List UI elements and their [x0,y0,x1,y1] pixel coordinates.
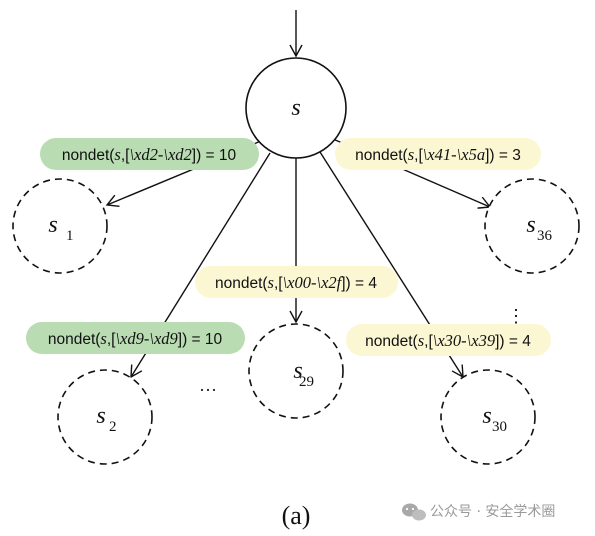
edge-label-to-s2: nondet(s,[\xd9-\xd9]) = 10 [26,322,245,354]
svg-text:nondet(s,[\x30-\x39]) = 4: nondet(s,[\x30-\x39]) = 4 [365,331,531,350]
node-s29: s 29 [248,323,344,419]
watermark: 公众号 · 安全学术圈 [402,503,555,521]
svg-text:nondet(s,[\xd9-\xd9]) = 10: nondet(s,[\xd9-\xd9]) = 10 [48,329,223,348]
edge-label-to-s30-var: s [418,331,424,350]
edge-label-to-s1-mid: ,[ [121,147,130,164]
node-s1-subscript: 1 [66,228,74,244]
edge-label-to-s30: nondet(s,[\x30-\x39]) = 4 [346,324,551,356]
edge-label-to-s30-range: \x30-\x39 [433,331,495,350]
watermark-text: 公众号 · 安全学术圈 [430,503,555,520]
edge-label-to-s36-range: \x41-\x5a [423,145,485,164]
edge-label-to-s1-pre: nondet( [62,147,115,164]
root-node-label: s [291,95,300,121]
edge-label-to-s36-mid: ,[ [414,147,423,164]
node-s2: s 2 [57,369,153,465]
svg-text:nondet(s,[\x00-\x2f]) = 4: nondet(s,[\x00-\x2f]) = 4 [215,273,377,292]
node-s30: s 30 [440,369,536,465]
node-s29-subscript: 29 [299,374,314,390]
horizontal-ellipsis: ··· [199,380,217,400]
edge-label-to-s2-var: s [100,329,106,348]
node-s36: s 36 [484,178,580,274]
node-s30-base: s [482,403,491,429]
edge-label-to-s2-pre: nondet( [48,331,101,348]
edge-label-to-s36-var: s [408,145,414,164]
node-s36-subscript: 36 [537,228,553,244]
edge-label-to-s29: nondet(s,[\x00-\x2f]) = 4 [195,266,398,298]
node-s29-base: s [293,358,302,384]
figure-caption: (a) [282,501,311,530]
svg-text:nondet(s,[\xd2-\xd2]) = 10: nondet(s,[\xd2-\xd2]) = 10 [62,145,237,164]
node-s2-base: s [96,403,105,429]
node-s30-subscript: 30 [492,419,507,435]
svg-text:nondet(s,[\x41-\x5a]) = 3: nondet(s,[\x41-\x5a]) = 3 [355,145,521,164]
edge-label-to-s29-mid: ,[ [274,275,283,292]
edge-label-to-s2-mid: ,[ [107,331,116,348]
edge-label-to-s1-range: \xd2-\xd2 [129,145,191,164]
edge-label-to-s1: nondet(s,[\xd2-\xd2]) = 10 [40,138,259,170]
edge-label-to-s1-post: ]) = 10 [192,147,237,164]
edge-label-to-s29-post: ]) = 4 [341,275,377,292]
edge-label-to-s1-var: s [114,145,120,164]
edge-label-to-s36: nondet(s,[\x41-\x5a]) = 3 [335,138,541,170]
wechat-logo-icon [402,503,426,521]
edge-label-to-s29-var: s [268,273,274,292]
node-s1-base: s [48,212,57,238]
edge-label-to-s36-pre: nondet( [355,147,408,164]
vertical-ellipsis: ⋮ [507,306,525,326]
node-s1: s 1 [12,178,108,274]
edge-label-to-s2-post: ]) = 10 [178,331,223,348]
node-s36-base: s [526,212,535,238]
edge-label-to-s2-range: \xd9-\xd9 [115,329,177,348]
edge-label-to-s30-post: ]) = 4 [495,333,531,350]
edge-label-to-s30-pre: nondet( [365,333,418,350]
edge-label-to-s30-mid: ,[ [424,333,433,350]
root-node: s [245,57,347,159]
edge-label-to-s36-post: ]) = 3 [485,147,521,164]
edge-label-to-s29-pre: nondet( [215,275,268,292]
node-s2-subscript: 2 [109,419,117,435]
edge-label-to-s29-range: \x00-\x2f [283,273,344,292]
